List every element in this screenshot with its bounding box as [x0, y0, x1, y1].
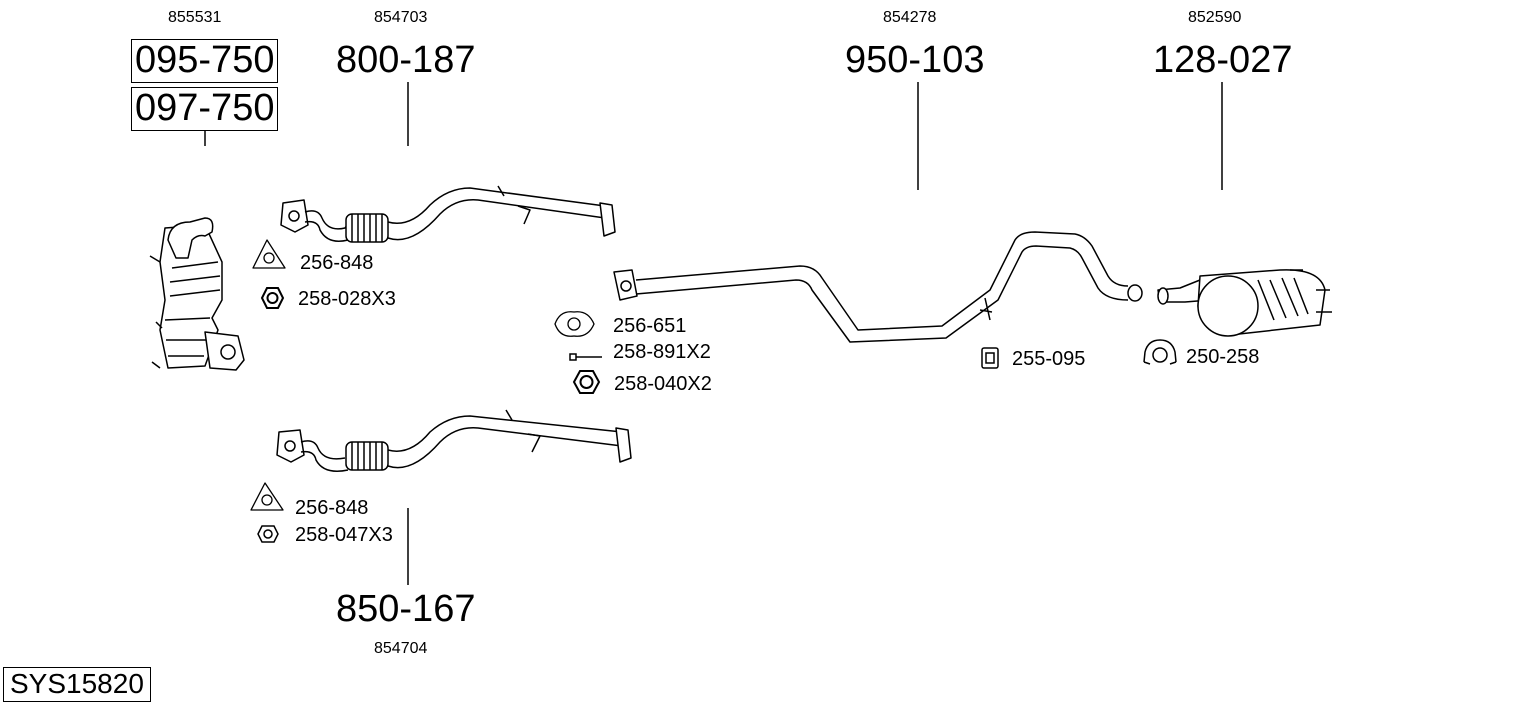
- rubber-mount-icon: [981, 347, 999, 369]
- catalyst-oem-number: 855531: [168, 9, 222, 26]
- gasket-icon: [250, 482, 284, 511]
- nut-middle-code[interactable]: 258-040X2: [614, 373, 712, 395]
- front-pipe-lower-oem-number: 854704: [374, 640, 428, 657]
- nut-lower-code[interactable]: 258-047X3: [295, 524, 393, 546]
- flange-nut-icon: [257, 525, 279, 543]
- middle-pipe-part-code[interactable]: 950-103: [845, 39, 985, 81]
- front-pipe-lower-part-code[interactable]: 850-167: [336, 588, 476, 630]
- catalyst-part-code-1[interactable]: 095-750: [131, 39, 279, 83]
- rear-muffler-drawing: [1157, 269, 1332, 337]
- gasket-lower-code[interactable]: 256-848: [295, 497, 369, 519]
- hex-nut-icon: [260, 287, 285, 309]
- gasket-icon: [252, 239, 286, 269]
- middle-pipe-oem-number: 854278: [883, 9, 937, 26]
- hex-nut-icon: [572, 370, 601, 394]
- system-id: SYS15820: [3, 667, 151, 702]
- front-pipe-upper-part-code[interactable]: 800-187: [336, 39, 476, 81]
- gasket-middle-code[interactable]: 256-651: [613, 315, 687, 337]
- bolt-icon: [569, 353, 602, 361]
- nut-upper-code[interactable]: 258-028X3: [298, 288, 396, 310]
- rear-muffler-oem-number: 852590: [1188, 9, 1242, 26]
- catalyst-part-code-2[interactable]: 097-750: [131, 87, 279, 131]
- rear-muffler-part-code[interactable]: 128-027: [1153, 39, 1293, 81]
- catalytic-converter-drawing: [149, 217, 245, 371]
- rubber-mount-code[interactable]: 255-095: [1012, 348, 1086, 370]
- clamp-icon: [1143, 339, 1177, 365]
- middle-pipe-drawing: [613, 231, 1143, 343]
- front-pipe-lower-drawing: [276, 409, 632, 472]
- gasket-upper-code[interactable]: 256-848: [300, 252, 374, 274]
- front-pipe-upper-drawing: [280, 185, 616, 243]
- clamp-code[interactable]: 250-258: [1186, 346, 1260, 368]
- front-pipe-upper-oem-number: 854703: [374, 9, 428, 26]
- gasket-icon: [554, 311, 595, 337]
- bolt-middle-code[interactable]: 258-891X2: [613, 341, 711, 363]
